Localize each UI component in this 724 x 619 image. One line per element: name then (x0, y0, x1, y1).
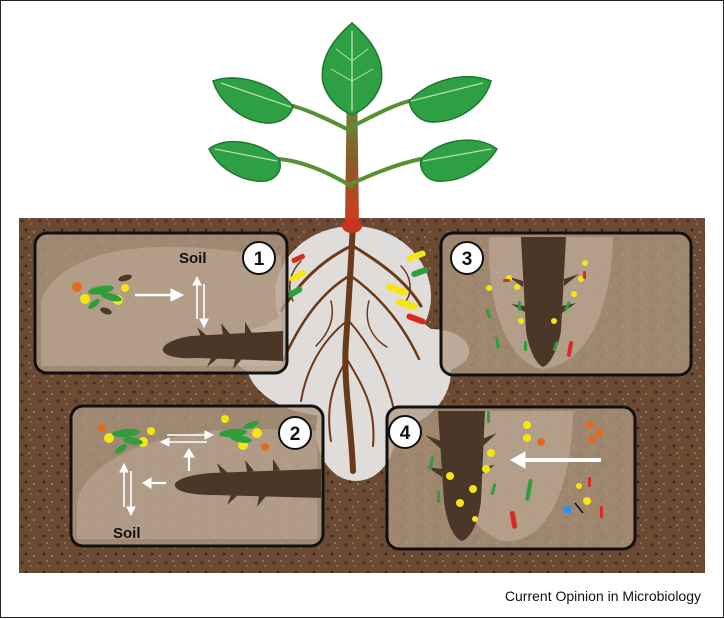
panel-2-soil-label: Soil (113, 525, 141, 542)
panel-2-number-badge (278, 416, 312, 450)
panel-3-number-badge (450, 241, 484, 275)
panel-1-number: 1 (254, 249, 265, 270)
panel-1-arrows (135, 275, 209, 329)
leaf-top (321, 22, 383, 116)
panel-3-root (521, 237, 566, 367)
leaf-upper-right (408, 76, 492, 123)
panel-1-root (162, 331, 283, 361)
panel-2: Soil 2 (69, 404, 325, 548)
panel-2-microbes-left (98, 424, 155, 454)
panel-1-microbes (72, 274, 132, 315)
panel-1-soil-label: Soil (179, 250, 207, 267)
panel-4-number-badge (388, 415, 422, 449)
journal-credit: Current Opinion in Microbiology (504, 588, 701, 604)
panel-4-number: 4 (400, 423, 411, 444)
panel-3-microbes (485, 260, 588, 357)
panel-3-number: 3 (462, 249, 473, 270)
panel-3: 3 (439, 231, 693, 377)
panel-2-number: 2 (290, 424, 301, 445)
plant-leaves (208, 22, 498, 182)
leaf-lower-right (419, 139, 498, 182)
stem-base (342, 219, 362, 233)
leaf-lower-left (208, 140, 281, 182)
panel-4-microbes (429, 411, 603, 529)
panel-2-root (174, 469, 321, 498)
panel-1: Soil 1 (33, 231, 289, 375)
panel-2-microbes-right (219, 415, 269, 451)
rhizoplane-microbes-center (287, 250, 429, 325)
panel-2-arrows (119, 430, 215, 517)
panel-4-arrow (509, 451, 601, 469)
leaf-upper-left (212, 77, 294, 124)
leaf-branches (277, 99, 423, 188)
panel-1-number-badge (242, 241, 276, 275)
panel-4: 4 (385, 405, 637, 551)
panel-4-root (438, 411, 485, 541)
